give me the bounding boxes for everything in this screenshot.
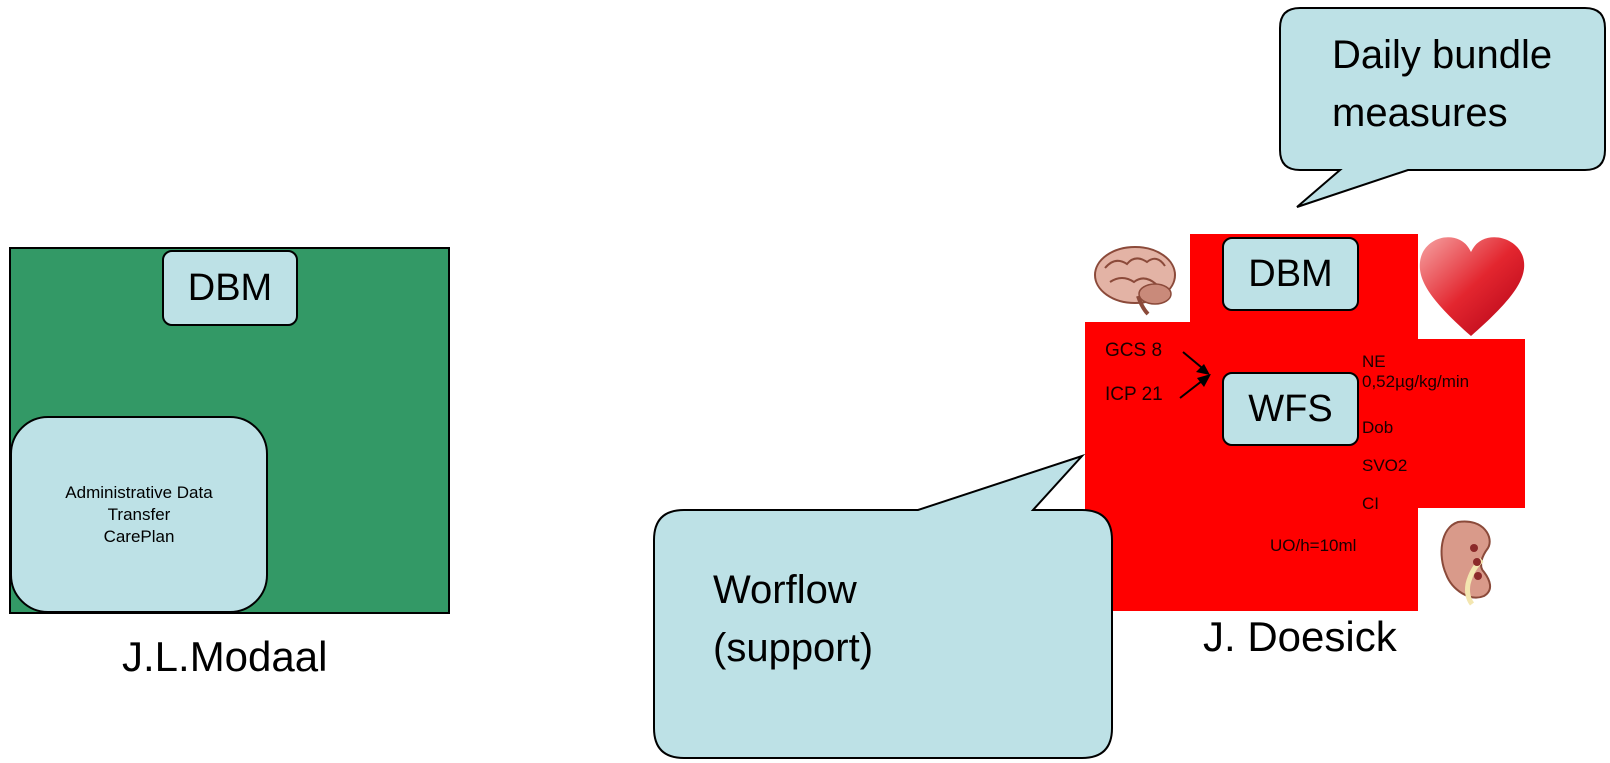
ne-dose: 0,52µg/kg/min [1362,372,1470,391]
uo-label: UO/h=10ml [1270,536,1357,555]
admin-line-1: Administrative Data [65,482,213,502]
arrow-icp-to-wfs [1179,374,1211,399]
right-dbm-box: DBM [1222,237,1359,311]
heart-icon [1419,237,1525,336]
icp-value: ICP 21 [1105,384,1163,405]
right-dbm-label: DBM [1248,252,1333,295]
daily-bundle-callout-shape [1279,7,1606,208]
right-caption: J. Doesick [1203,613,1397,660]
admin-line-2: Transfer [107,504,171,524]
admin-box: Administrative Data Transfer CarePlan [10,416,268,613]
kidney-icon [1440,520,1491,606]
wfs-box: WFS [1222,372,1359,446]
admin-line-3: CarePlan [103,526,175,546]
ci-label: CI [1362,494,1379,513]
left-dbm-label: DBM [187,266,273,309]
dob-label: Dob [1362,418,1394,437]
wfs-label: WFS [1248,387,1333,430]
workflow-text-line-1: Worflow [713,568,857,612]
daily-bundle-text: Daily bundle measures [1332,33,1553,135]
left-caption: J.L.Modaal [122,633,328,680]
workflow-text-line-2: (support) [713,626,874,670]
arrow-gcs-to-wfs [1182,351,1210,375]
left-dbm-box: DBM [162,250,298,326]
workflow-callout-shape [653,453,1113,759]
brain-icon [1094,246,1176,316]
gcs-value: GCS 8 [1105,340,1163,361]
svo2-label: SVO2 [1362,456,1408,475]
ne-label: NE [1362,352,1386,371]
